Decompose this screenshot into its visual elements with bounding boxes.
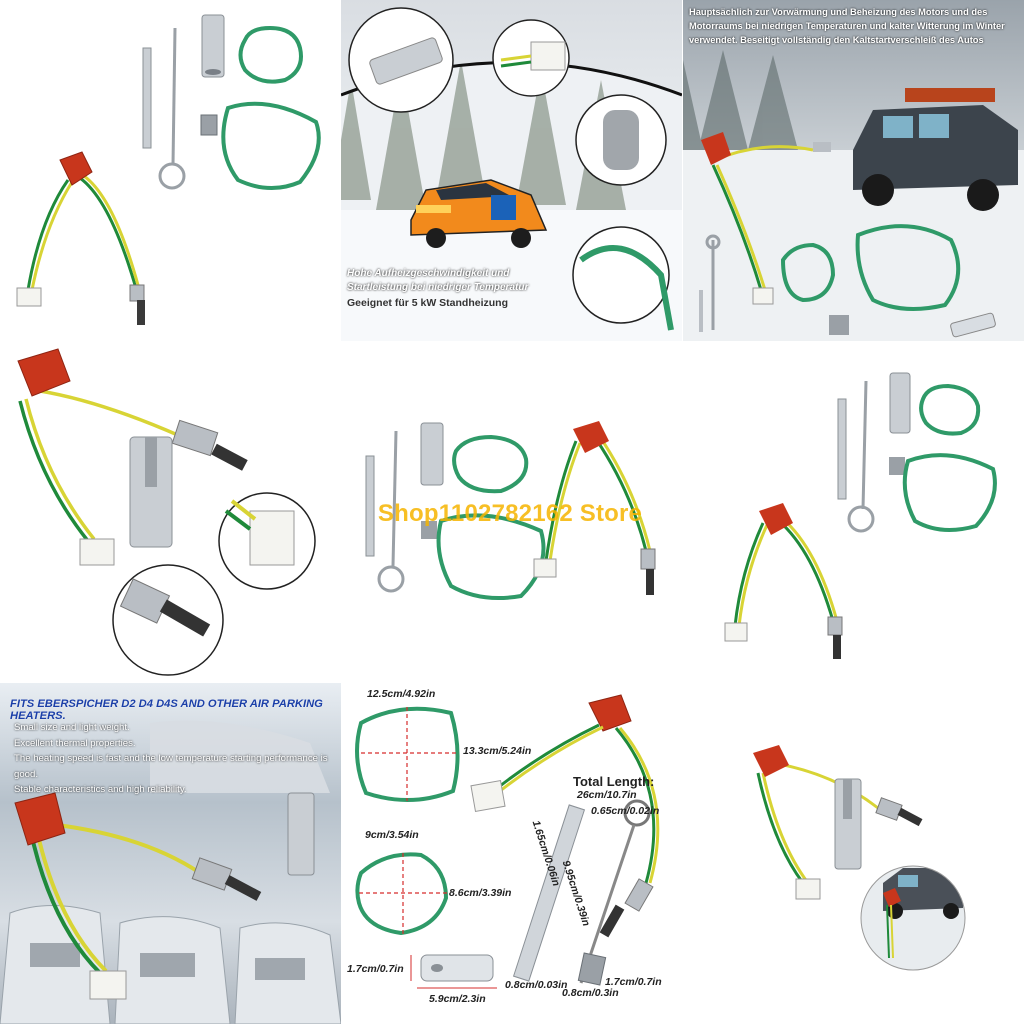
- store-watermark: Shop1102782162 Store: [377, 500, 643, 527]
- dim-pin-top: 0.65cm/0.02in: [591, 805, 660, 817]
- bullet-4: Stable characteristics and high reliabil…: [14, 784, 187, 795]
- tile-plug-closeup[interactable]: [0, 341, 341, 682]
- bullet-2: Excellent thermal properties.: [14, 737, 136, 749]
- plug-closeup: [17, 348, 316, 676]
- tile2-line1: Hohe Aufheizgeschwindigkeit und: [347, 268, 510, 279]
- tile7-bullets: Small size and light weight. Excellent t…: [14, 720, 341, 798]
- dim-small-gasket-width: 9cm/3.54in: [365, 829, 419, 841]
- callout-thread: [112, 564, 224, 676]
- rally-car: [410, 179, 548, 248]
- dim-large-gasket-width: 12.5cm/4.92in: [367, 688, 436, 700]
- suv-scene: [683, 50, 1024, 341]
- tile2-line2: Startleistung bei niedriger Temperatur: [347, 282, 529, 293]
- kit-illustration: [16, 14, 321, 325]
- kit-right: [724, 372, 997, 659]
- dim-large-gasket-height: 13.3cm/5.24in: [463, 745, 532, 757]
- rally-scene: [341, 7, 682, 341]
- tile2-line3: Geeignet für 5 kW Standheizung: [347, 297, 509, 309]
- dim-total-length-value: 26cm/10.7in: [577, 789, 637, 801]
- tile-plug-with-suv[interactable]: [683, 683, 1024, 1024]
- plug-suv: [753, 745, 966, 971]
- snow-cars-scene: [0, 720, 341, 1024]
- dim-rod-diameter: 0.8cm/0.03in: [505, 979, 568, 991]
- tile-suv-winter[interactable]: Hauptsächlich zur Vorwärmung und Beheizu…: [683, 0, 1024, 341]
- tile-fits-eberspacher[interactable]: FITS EBERSPICHER D2 D4 D4S AND OTHER AIR…: [0, 683, 341, 1024]
- bullet-3: The heating speed is fast and the low te…: [14, 753, 328, 780]
- suv-inset: [861, 866, 965, 970]
- tile-rally-car[interactable]: Hohe Aufheizgeschwindigkeit und Startlei…: [341, 0, 682, 341]
- bullet-1: Small size and light weight.: [14, 722, 130, 733]
- dim-small-gasket-height: 8.6cm/3.39in: [449, 887, 512, 899]
- dim-total-length-label: Total Length:: [573, 774, 655, 789]
- dimension-drawing: [355, 694, 660, 989]
- dim-mesh-height: 1.7cm/0.7in: [605, 976, 662, 988]
- kit-center: [365, 421, 656, 600]
- tile-kit-right[interactable]: [683, 341, 1024, 682]
- callout-gasket: [572, 226, 670, 324]
- dim-mesh-diameter: 0.8cm/0.3in: [562, 987, 619, 999]
- tile3-description: Hauptsächlich zur Vorwärmung und Beheizu…: [689, 7, 1005, 45]
- tile-dimensions[interactable]: 12.5cm/4.92in 13.3cm/5.24in 9cm/3.54in 8…: [341, 683, 682, 1024]
- dim-sleeve-height: 1.7cm/0.7in: [347, 963, 404, 975]
- tile-kit-center[interactable]: [341, 341, 682, 682]
- tile-kit-overview[interactable]: [0, 0, 341, 341]
- suv: [853, 88, 1018, 211]
- tile7-title: FITS EBERSPICHER D2 D4 D4S AND OTHER AIR…: [10, 698, 323, 722]
- dim-sleeve-width: 5.9cm/2.3in: [429, 993, 486, 1005]
